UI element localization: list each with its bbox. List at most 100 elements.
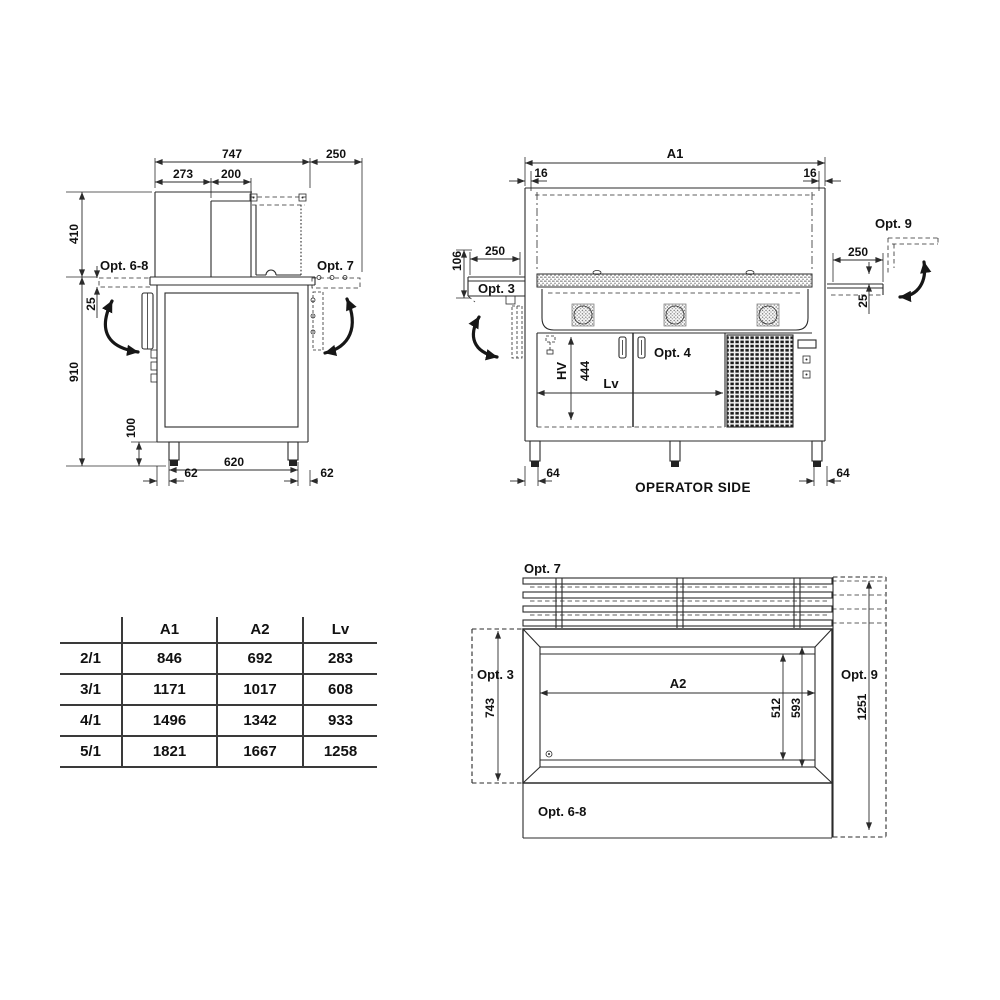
cell-lv: 283 [302, 643, 377, 675]
button [802, 355, 811, 364]
flip-arrow-icon [101, 299, 140, 357]
table-row: 2/1 846 692 283 [60, 643, 377, 675]
dim-410: 410 [67, 224, 81, 244]
door-handle [637, 336, 646, 359]
cell-a1: 1821 [121, 736, 217, 768]
drain-icon [545, 750, 553, 758]
size-table-header-a1: A1 [121, 617, 217, 644]
front-view-structure [524, 187, 826, 467]
dim-a2: A2 [670, 676, 687, 691]
condenser-grille [726, 334, 794, 428]
dim-250: 250 [326, 147, 346, 161]
dim-64-right: 64 [836, 466, 850, 480]
foot [289, 460, 297, 466]
leg [168, 441, 180, 461]
row-label: 2/1 [60, 643, 122, 675]
size-table-corner [60, 617, 122, 644]
top-view-opt-6-8-label: Opt. 6-8 [538, 804, 586, 819]
foot [170, 460, 178, 466]
drain-icon [545, 335, 556, 355]
dim-743: 743 [483, 698, 497, 718]
front-view-shelf-left [467, 276, 525, 361]
dim-910: 910 [67, 362, 81, 382]
top-view-opt-3-label: Opt. 3 [477, 667, 514, 682]
front-view-opt-9-label: Opt. 9 [875, 216, 912, 231]
dim-444: 444 [578, 361, 592, 381]
top-view-counter [522, 628, 833, 784]
dim-64-left: 64 [546, 466, 560, 480]
operator-side-caption: OPERATOR SIDE [635, 480, 751, 495]
dim-62-left: 62 [184, 466, 198, 480]
cell-a1: 1496 [121, 705, 217, 737]
size-table-header-a2: A2 [216, 617, 303, 644]
dim-250-left: 250 [485, 244, 505, 258]
row-label: 5/1 [60, 736, 122, 768]
cell-a1: 846 [121, 643, 217, 675]
dim-16-right: 16 [803, 166, 817, 180]
dim-273: 273 [173, 167, 193, 181]
flip-arrow-icon [323, 297, 357, 356]
dim-747: 747 [222, 147, 242, 161]
side-view-opt-7-label: Opt. 7 [317, 258, 354, 273]
grating-band [536, 273, 813, 288]
top-view-tray-rails [522, 577, 885, 628]
leg [669, 440, 681, 462]
dim-620: 620 [224, 455, 244, 469]
cell-lv: 1258 [302, 736, 377, 768]
dim-a1: A1 [667, 146, 684, 161]
dim-200: 200 [221, 167, 241, 181]
foot [671, 461, 679, 467]
front-view-shelf-right [827, 237, 939, 303]
top-view-opt-7-label: Opt. 7 [524, 561, 561, 576]
cell-lv: 933 [302, 705, 377, 737]
table-row: 4/1 1496 1342 933 [60, 705, 377, 737]
cell-a2: 1342 [216, 705, 303, 737]
button [802, 370, 811, 379]
top-view-opt68-zone [522, 783, 833, 839]
fan-grille [663, 303, 687, 327]
leg [529, 440, 541, 462]
size-table: A1 A2 Lv 2/1 846 692 283 3/1 1171 1017 6… [60, 617, 377, 768]
cell-a2: 1017 [216, 674, 303, 706]
top-view-opt-9-label: Opt. 9 [841, 667, 878, 682]
size-table-header-row: A1 A2 Lv [60, 617, 377, 644]
cell-a2: 692 [216, 643, 303, 675]
fan-grille [756, 303, 780, 327]
cell-a2: 1667 [216, 736, 303, 768]
dim-100: 100 [124, 418, 138, 438]
table-row: 3/1 1171 1017 608 [60, 674, 377, 706]
side-view-flip-shelf-left [98, 277, 154, 357]
front-view: A1 16 16 106 250 250 25 HV [450, 146, 939, 495]
foot [531, 461, 539, 467]
row-label: 4/1 [60, 705, 122, 737]
leg [287, 441, 299, 461]
foot [813, 461, 821, 467]
side-view: 747 250 273 200 410 910 25 100 [66, 147, 363, 486]
row-label: 3/1 [60, 674, 122, 706]
size-table-header-lv: Lv [302, 617, 377, 644]
display [797, 339, 817, 349]
flip-arrow-icon [468, 315, 499, 361]
dim-lv: Lv [603, 376, 619, 391]
dim-106: 106 [450, 251, 464, 271]
fan-grille [571, 303, 595, 327]
cell-a1: 1171 [121, 674, 217, 706]
top-view-opt9-zone [832, 576, 887, 838]
front-view-opt-4-label: Opt. 4 [654, 345, 692, 360]
top-view: A2 743 512 593 1251 Opt. 7 Opt. 3 Opt. 9… [471, 561, 887, 839]
side-view-structure [149, 191, 316, 466]
side-view-flip-shelf-right [310, 275, 361, 356]
dim-25: 25 [84, 297, 98, 311]
top-view-dimensions: A2 743 512 593 1251 [483, 581, 873, 830]
control-panel [797, 339, 817, 379]
dim-hv: HV [554, 362, 569, 380]
leg [811, 440, 823, 462]
dim-16-left: 16 [534, 166, 548, 180]
top-view-opt3-zone [471, 628, 523, 784]
dim-593: 593 [789, 698, 803, 718]
front-view-opt-3-label: Opt. 3 [478, 281, 515, 296]
cell-lv: 608 [302, 674, 377, 706]
dim-1251: 1251 [855, 693, 869, 720]
